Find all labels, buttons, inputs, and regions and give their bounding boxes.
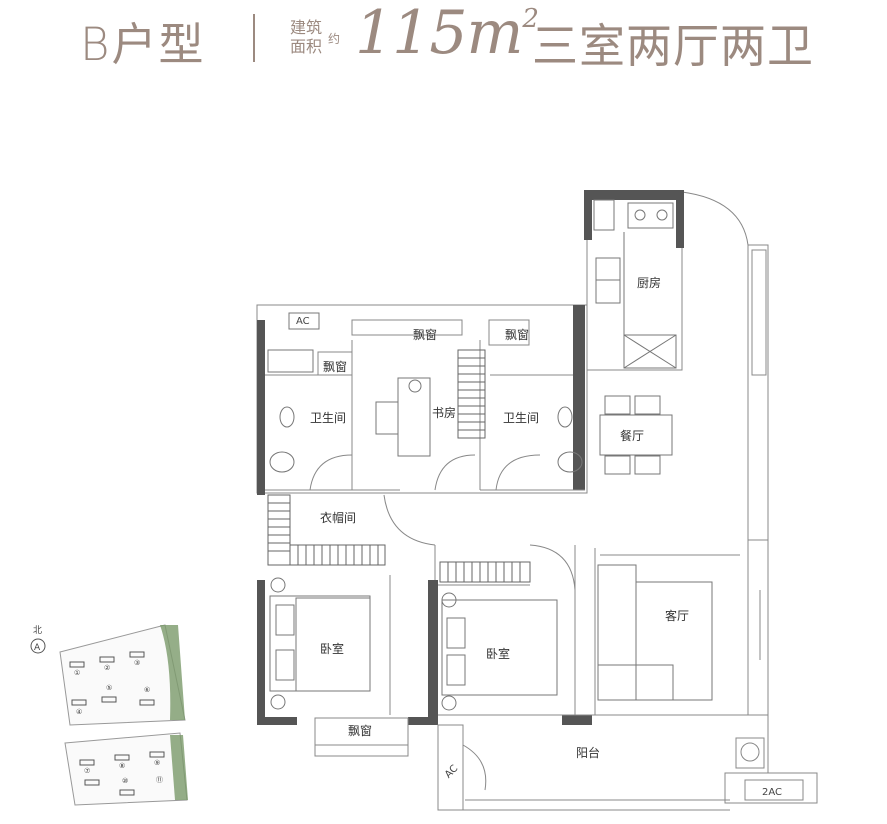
- toilet-right: [557, 406, 573, 428]
- svg-text:⑪: ⑪: [156, 776, 163, 784]
- coffee-table: [635, 581, 713, 701]
- room-bedroom-master: 卧室: [320, 641, 344, 656]
- wall-balcony-post: [562, 715, 592, 725]
- kitchen-fixtures: [593, 199, 677, 369]
- svg-text:③: ③: [134, 659, 140, 667]
- label-ac-bottom: 2AC: [762, 787, 782, 798]
- header: B户型 建筑 面积 约 115m2 三室两厅两卫: [0, 0, 887, 80]
- svg-text:①: ①: [74, 669, 80, 677]
- kitchen-outline: [586, 191, 683, 371]
- kitchen-door-arc: [681, 191, 749, 246]
- room-cloakroom: 衣帽间: [320, 510, 356, 525]
- east-wall-outline: [747, 244, 769, 716]
- wall-bedroom-divider: [428, 580, 438, 720]
- svg-text:⑤: ⑤: [106, 684, 112, 692]
- north-letter: A: [34, 643, 41, 653]
- area-unit-sup: 2: [522, 4, 539, 34]
- room-bathroom-right: 卫生间: [503, 411, 539, 425]
- svg-text:⑩: ⑩: [122, 777, 128, 785]
- label-ac-balcony: AC: [443, 763, 460, 780]
- north-compass-icon: [30, 638, 46, 654]
- room-bay-window-top: 飘窗: [413, 328, 437, 342]
- dining-table: [599, 414, 673, 456]
- room-balcony: 阳台: [576, 745, 600, 760]
- green-belt-north: [160, 625, 185, 720]
- bed-second: [441, 599, 558, 696]
- study-desk: [397, 377, 431, 457]
- fridge-icon: [593, 199, 615, 231]
- wall-kitchen-top: [584, 190, 684, 200]
- area-label-line2: 面积: [290, 37, 323, 56]
- svg-text:⑥: ⑥: [144, 686, 150, 694]
- ac-box-top: [288, 312, 320, 330]
- svg-text:②: ②: [104, 664, 110, 672]
- unit-type-title: B户型: [80, 18, 206, 71]
- room-bay-window-left: 飘窗: [323, 360, 347, 374]
- hood-box: [623, 334, 677, 369]
- svg-text:⑨: ⑨: [154, 759, 160, 767]
- wardrobe-study: [267, 349, 531, 583]
- room-bay-window-right: 飘窗: [505, 328, 529, 342]
- svg-text:⑦: ⑦: [84, 767, 90, 775]
- structural-walls: [257, 190, 684, 725]
- wall-south-mid: [408, 717, 438, 725]
- wall-bath-right: [573, 305, 585, 490]
- room-bathroom-left: 卫生间: [310, 411, 346, 425]
- wall-kitchen-left: [584, 190, 592, 240]
- wall-kitchen-right: [676, 190, 684, 248]
- area-value: 115m2: [355, 0, 539, 68]
- title-divider: [253, 14, 255, 62]
- wall-south-left: [257, 717, 297, 725]
- basin-right: [557, 451, 583, 473]
- wall-west-lower: [257, 580, 265, 725]
- interior-lines: [265, 319, 818, 811]
- north-label: 北: [33, 625, 42, 636]
- sofa: [597, 564, 637, 701]
- room-living: 客厅: [665, 608, 689, 623]
- east-window-lower: [747, 539, 769, 716]
- site-plan: 北 A ① ② ③ ④ ⑤ ⑥ ⑦ ⑧ ⑨ ⑩ ⑪: [30, 624, 188, 806]
- bathtub-left: [267, 349, 314, 373]
- wall-west-upper: [257, 320, 265, 495]
- svg-text:⑧: ⑧: [119, 762, 125, 770]
- area-label-line1: 建筑: [290, 18, 323, 37]
- furniture: [267, 312, 713, 711]
- room-study: 书房: [432, 405, 456, 420]
- room-kitchen: 厨房: [637, 275, 661, 290]
- stove-icon: [627, 202, 674, 229]
- basin-left: [269, 451, 295, 473]
- room-bay-window-bottom: 飘窗: [348, 724, 372, 738]
- layout-description: 三室两厅两卫: [532, 19, 814, 73]
- svg-text:④: ④: [76, 708, 82, 716]
- toilet-left: [279, 406, 295, 428]
- room-dining: 餐厅: [620, 428, 644, 443]
- green-belt-south: [170, 735, 188, 800]
- label-ac-top: AC: [296, 316, 310, 327]
- east-window: [751, 249, 767, 376]
- room-bedroom-second: 卧室: [486, 646, 510, 661]
- area-number: 115m: [355, 0, 523, 68]
- approx-label: 约: [328, 32, 341, 46]
